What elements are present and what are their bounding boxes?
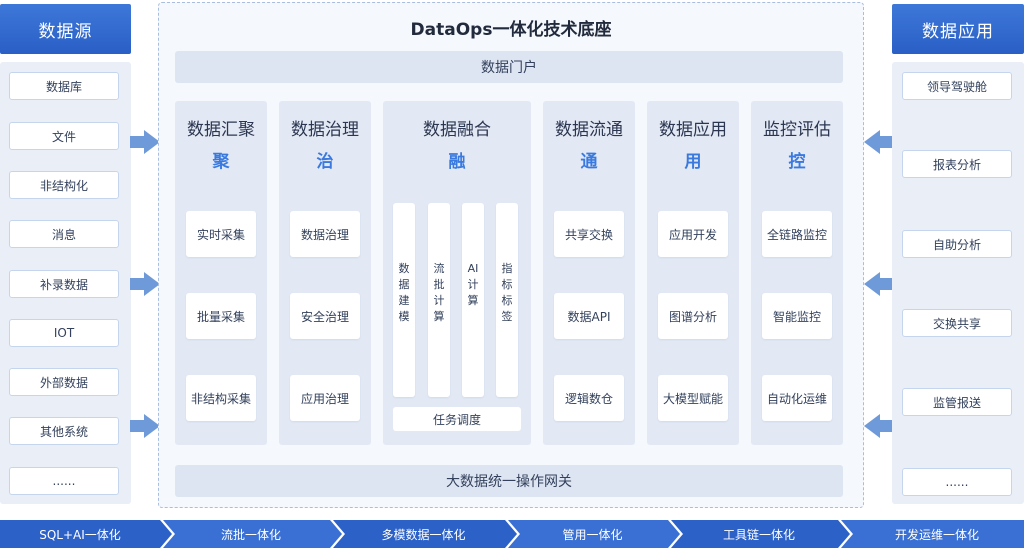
platform-title: DataOps一体化技术底座	[410, 20, 612, 40]
module-title: 数据应用	[659, 120, 727, 140]
data-source-column: 数据源 数据库 文件 非结构化 消息 补录数据 IOT 外部数据 其他系统 ..…	[0, 4, 131, 504]
module-governance: 数据治理 治 数据治理 安全治理 应用治理	[279, 101, 371, 445]
module-item: 非结构采集	[186, 375, 256, 421]
band-item: 开发运维一体化	[894, 527, 979, 542]
source-item-database: 数据库	[9, 72, 119, 100]
fusion-bar-modeling: 数据建模	[393, 203, 415, 397]
module-item: 应用治理	[290, 375, 360, 421]
app-item-selfservice: 自助分析	[902, 230, 1012, 258]
module-item: 数据API	[554, 293, 624, 339]
module-item: 实时采集	[186, 211, 256, 257]
app-item-cockpit: 领导驾驶舱	[902, 72, 1012, 100]
fusion-bar-stream-batch: 流批计算	[428, 203, 450, 397]
data-source-panel: 数据库 文件 非结构化 消息 补录数据 IOT 外部数据 其他系统 ......	[0, 62, 131, 504]
band-item: 管用一体化	[562, 527, 623, 542]
task-scheduling-bar: 任务调度	[393, 407, 521, 431]
module-title: 数据流通	[555, 120, 623, 140]
module-monitoring: 监控评估 控 全链路监控 智能监控 自动化运维	[751, 101, 843, 445]
app-item-more: ......	[902, 468, 1012, 496]
data-application-panel: 领导驾驶舱 报表分析 自助分析 交换共享 监管报送 ......	[892, 62, 1024, 504]
data-application-column: 数据应用 领导驾驶舱 报表分析 自助分析 交换共享 监管报送 ......	[892, 4, 1024, 504]
module-keyword: 治	[316, 152, 334, 172]
module-title: 数据治理	[291, 120, 359, 140]
module-item: 逻辑数仓	[554, 375, 624, 421]
module-keyword: 聚	[212, 152, 230, 172]
module-aggregation: 数据汇聚 聚 实时采集 批量采集 非结构采集	[175, 101, 267, 445]
module-circulation: 数据流通 通 共享交换 数据API 逻辑数仓	[543, 101, 635, 445]
module-item: 安全治理	[290, 293, 360, 339]
module-keyword: 融	[448, 152, 466, 172]
module-title: 监控评估	[763, 120, 831, 140]
arrow-left-icon	[864, 130, 894, 154]
fusion-bar-metrics: 指标标签	[496, 203, 518, 397]
app-item-regulatory: 监管报送	[902, 388, 1012, 416]
module-item: 大模型赋能	[658, 375, 728, 421]
arrow-left-icon	[864, 272, 894, 296]
module-title: 数据融合	[423, 120, 491, 140]
data-application-title: 数据应用	[892, 4, 1024, 54]
data-source-title: 数据源	[0, 4, 131, 54]
band-item: 流批一体化	[220, 527, 281, 542]
arrow-right-icon	[130, 130, 160, 154]
source-item-other: 其他系统	[9, 417, 119, 445]
band-item: 工具链一体化	[722, 527, 795, 542]
module-application: 数据应用 用 应用开发 图谱分析 大模型赋能	[647, 101, 739, 445]
unified-gateway-bar: 大数据统一操作网关	[175, 465, 843, 497]
module-item: 图谱分析	[658, 293, 728, 339]
module-item: 共享交换	[554, 211, 624, 257]
source-item-message: 消息	[9, 220, 119, 248]
source-item-more: ......	[9, 467, 119, 495]
module-keyword: 通	[580, 152, 598, 172]
arrow-left-icon	[864, 414, 894, 438]
module-title: 数据汇聚	[187, 120, 255, 140]
arrow-right-icon	[130, 414, 160, 438]
source-item-supplement: 补录数据	[9, 270, 119, 298]
source-item-unstructured: 非结构化	[9, 171, 119, 199]
source-item-file: 文件	[9, 122, 119, 150]
band-item: SQL+AI一体化	[39, 527, 121, 542]
data-portal-bar: 数据门户	[175, 51, 843, 83]
source-item-external: 外部数据	[9, 368, 119, 396]
dataops-platform-frame: DataOps一体化技术底座 数据门户 数据汇聚 聚 实时采集 批量采集 非结构…	[158, 2, 864, 508]
integration-band	[0, 520, 1024, 548]
arrow-right-icon	[130, 272, 160, 296]
module-item: 智能监控	[762, 293, 832, 339]
module-item: 自动化运维	[762, 375, 832, 421]
app-item-exchange: 交换共享	[902, 309, 1012, 337]
band-item: 多模数据一体化	[381, 527, 466, 542]
module-item: 全链路监控	[762, 211, 832, 257]
module-item: 数据治理	[290, 211, 360, 257]
module-keyword: 用	[684, 152, 702, 172]
app-item-report: 报表分析	[902, 150, 1012, 178]
module-item: 批量采集	[186, 293, 256, 339]
source-item-iot: IOT	[9, 319, 119, 347]
module-keyword: 控	[788, 152, 806, 172]
module-item: 应用开发	[658, 211, 728, 257]
